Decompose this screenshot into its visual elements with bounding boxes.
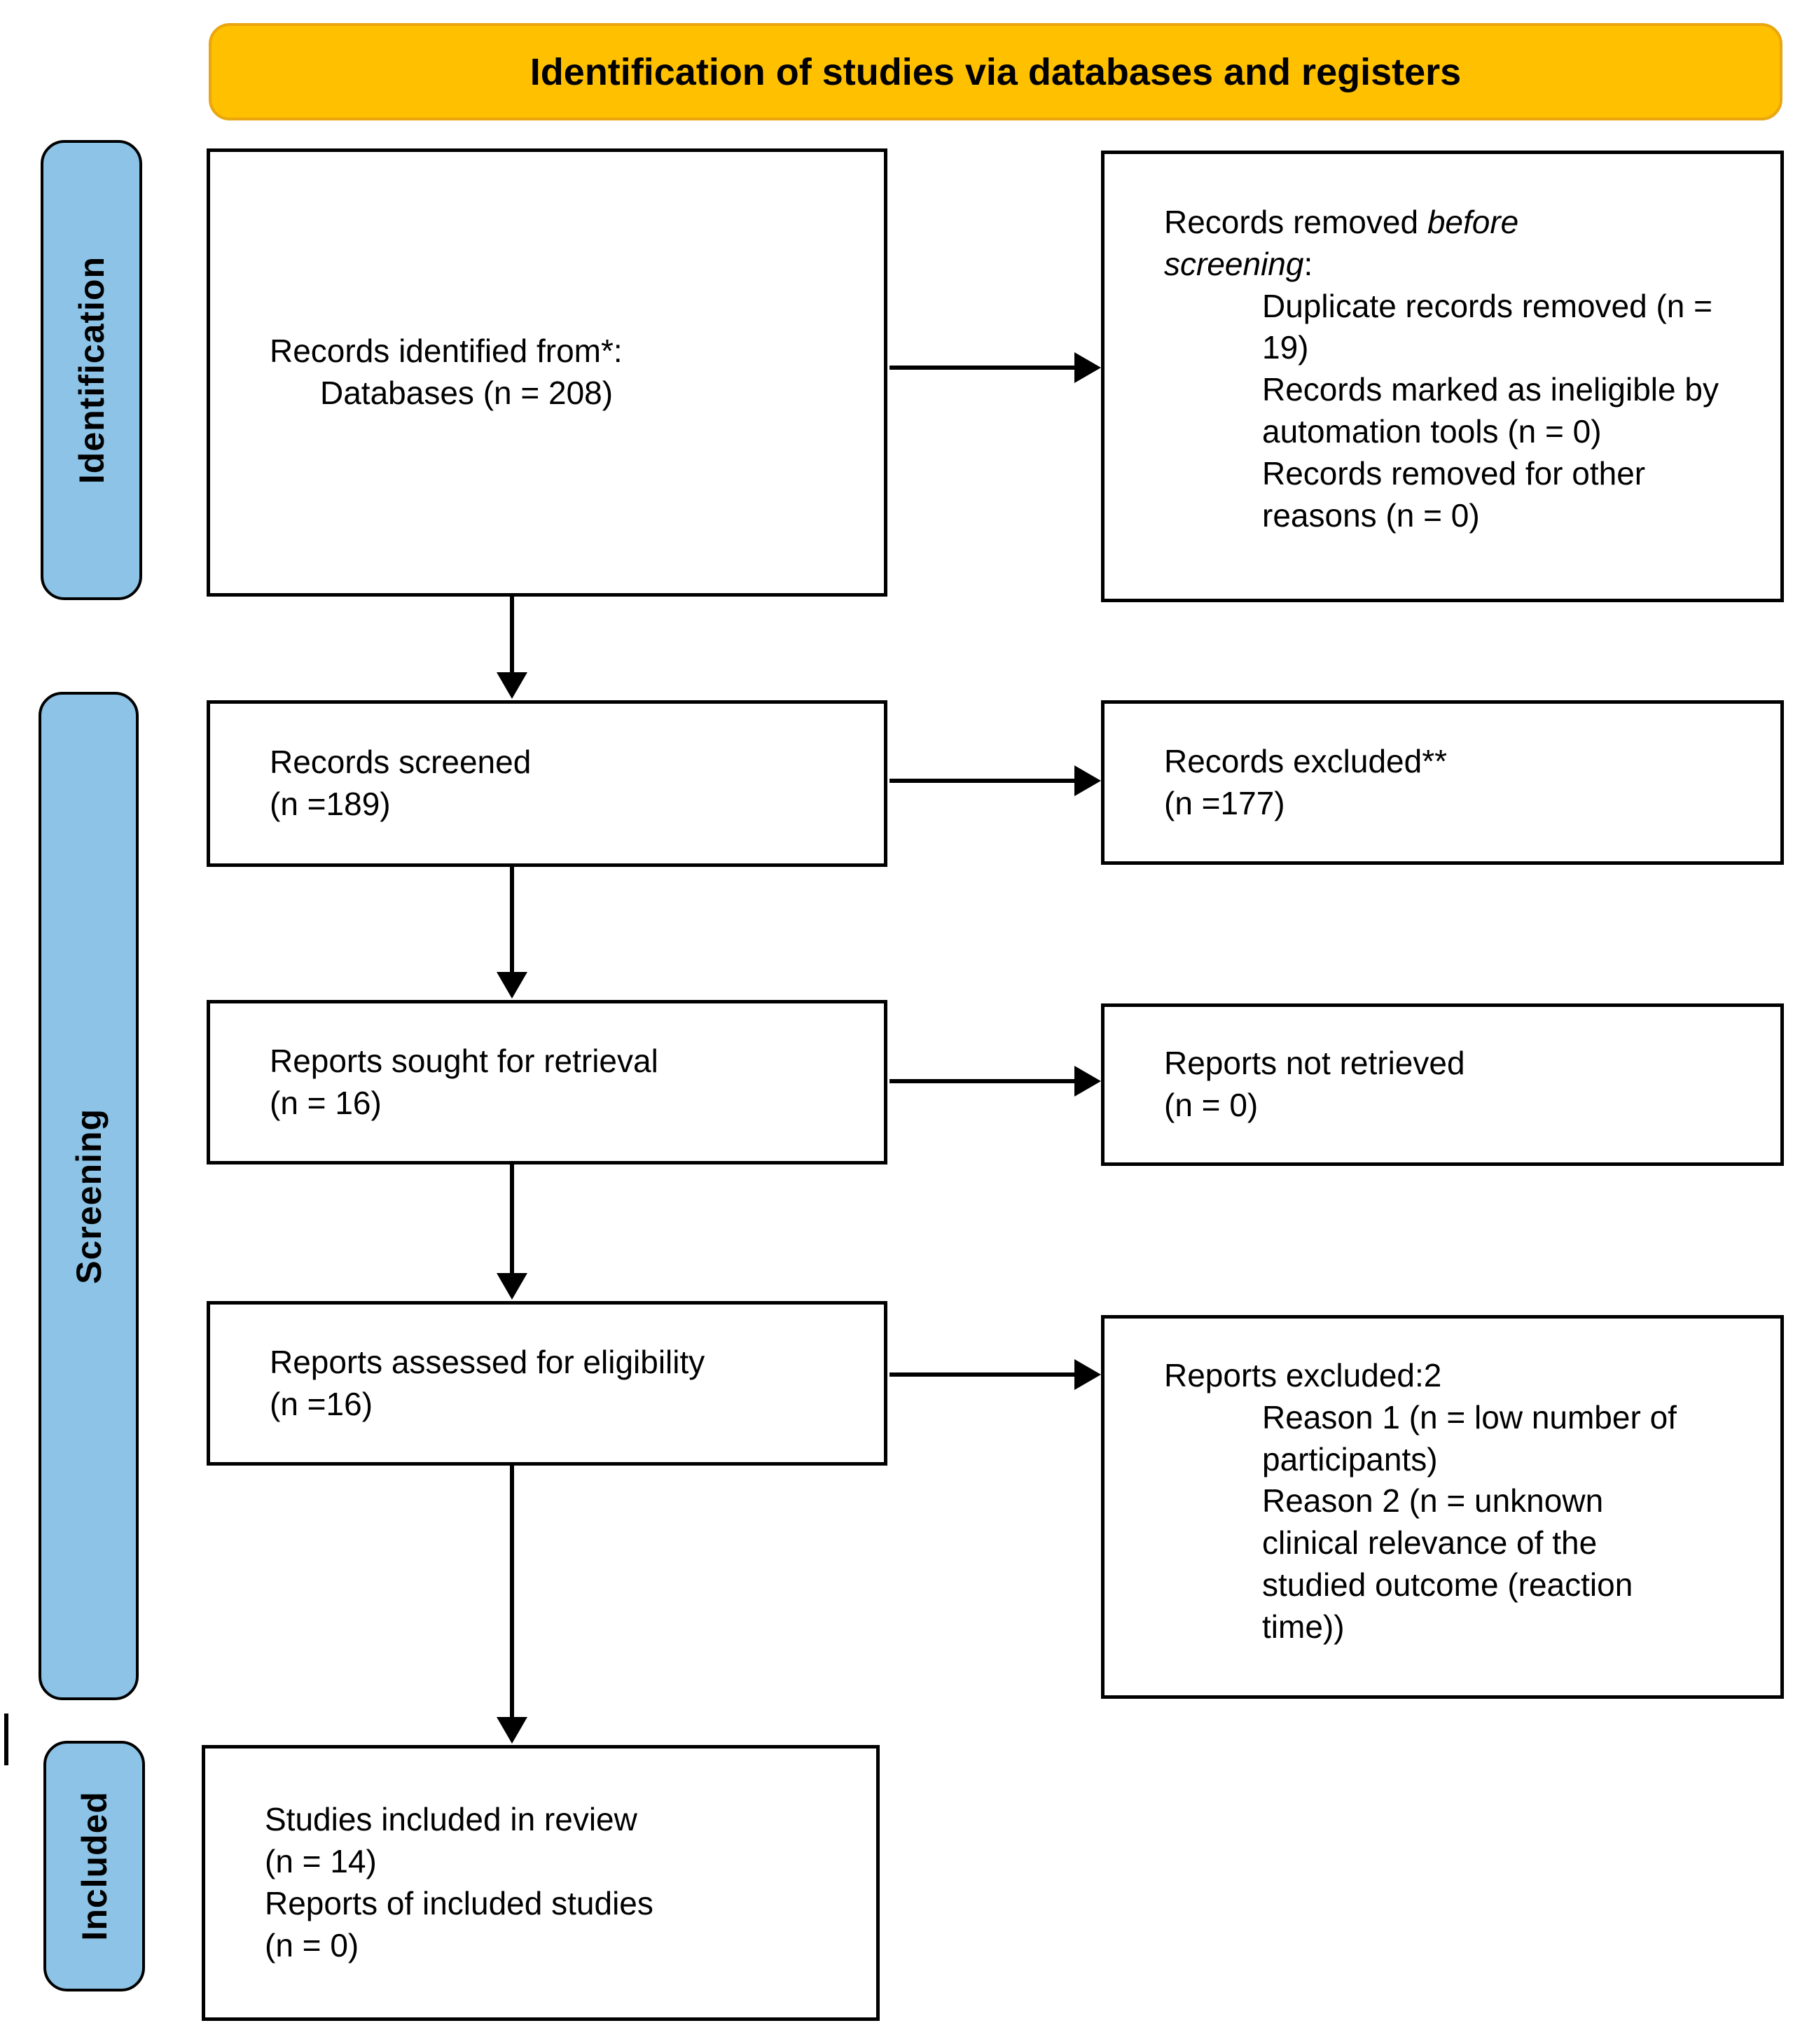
intro-prefix: Records removed [1164,204,1427,240]
intro-italic: before screening [1164,204,1519,282]
phase-tab-identification: Identification [41,140,142,600]
phase-tab-screening: Screening [39,692,139,1700]
box-records-excluded: Records excluded** (n =177) [1101,700,1784,865]
box-text-line: Records identified from*: [270,333,623,370]
box-text-line: (n =177) [1164,784,1285,821]
box-text-line: (n =16) [270,1385,373,1422]
arrow-assessed-to-reportsexcluded-stem [889,1372,1076,1377]
box-text-line: (n = 16) [270,1084,382,1121]
arrow-screened-to-sought-head [497,972,527,999]
box-text-line: Studies included in review [265,1801,637,1838]
box-text-line: (n =189) [270,786,391,822]
arrow-screened-to-excluded-stem [889,779,1076,783]
arrow-assessed-to-included-head [497,1717,527,1744]
box-text-item: Reason 1 (n = low number of participants… [1262,1398,1677,1478]
box-text-line: (n = 14) [265,1843,377,1880]
box-reports-not-retrieved: Reports not retrieved (n = 0) [1101,1003,1784,1166]
phase-tab-label: Identification [71,256,111,485]
box-text-intro: Reports excluded:2 [1164,1357,1442,1393]
arrow-sought-to-notretrieved-stem [889,1079,1076,1083]
box-text-line: Reports of included studies [265,1885,653,1921]
box-text-line: Records excluded** [1164,742,1448,779]
intro-suffix: : [1303,245,1313,282]
arrow-sought-to-notretrieved-head [1074,1066,1101,1097]
box-reports-assessed: Reports assessed for eligibility (n =16) [207,1301,887,1466]
box-reports-excluded: Reports excluded:2 Reason 1 (n = low num… [1101,1315,1784,1699]
phase-tab-included: Included [43,1741,145,1991]
arrow-sought-to-assessed-stem [510,1164,514,1274]
arrow-identified-to-screened-stem [510,597,514,675]
arrow-assessed-to-reportsexcluded-head [1074,1359,1101,1390]
box-text-item: Reason 2 (n = unknown clinical relevance… [1262,1482,1633,1645]
diagram-title-banner: Identification of studies via databases … [209,23,1782,120]
stray-tick-mark [4,1713,8,1765]
arrow-assessed-to-included-stem [510,1466,514,1718]
arrow-screened-to-excluded-head [1074,765,1101,796]
box-text-line: (n = 0) [1164,1087,1259,1123]
arrow-sought-to-assessed-head [497,1273,527,1300]
phase-tab-label: Included [74,1791,114,1941]
box-text-line: Reports sought for retrieval [270,1042,658,1079]
box-reports-sought: Reports sought for retrieval (n = 16) [207,1000,887,1164]
box-text-item: Records removed for other reasons (n = 0… [1262,454,1646,534]
box-studies-included: Studies included in review (n = 14) Repo… [202,1745,880,2021]
arrow-identified-to-removed-stem [889,366,1076,370]
box-text-line: Databases (n = 208) [320,375,614,411]
box-records-removed-before-screening: Records removed before screening: Duplic… [1101,151,1784,602]
arrow-identified-to-screened-head [497,672,527,699]
arrow-screened-to-sought-stem [510,867,514,973]
box-text-item: Records marked as ineligible by automati… [1262,371,1719,450]
arrow-identified-to-removed-head [1074,352,1101,383]
box-records-screened: Records screened (n =189) [207,700,887,867]
box-text-intro: Records removed before screening: [1164,202,1626,286]
box-text-item: Duplicate records removed (n = 19) [1262,287,1713,366]
box-text-line: Reports assessed for eligibility [270,1343,705,1380]
box-text-line: Records screened [270,744,532,781]
diagram-title: Identification of studies via databases … [529,50,1462,93]
box-text-line: (n = 0) [265,1926,359,1963]
phase-tab-label: Screening [69,1108,109,1284]
box-text-line: Reports not retrieved [1164,1045,1465,1082]
box-records-identified: Records identified from*: Databases (n =… [207,148,887,597]
